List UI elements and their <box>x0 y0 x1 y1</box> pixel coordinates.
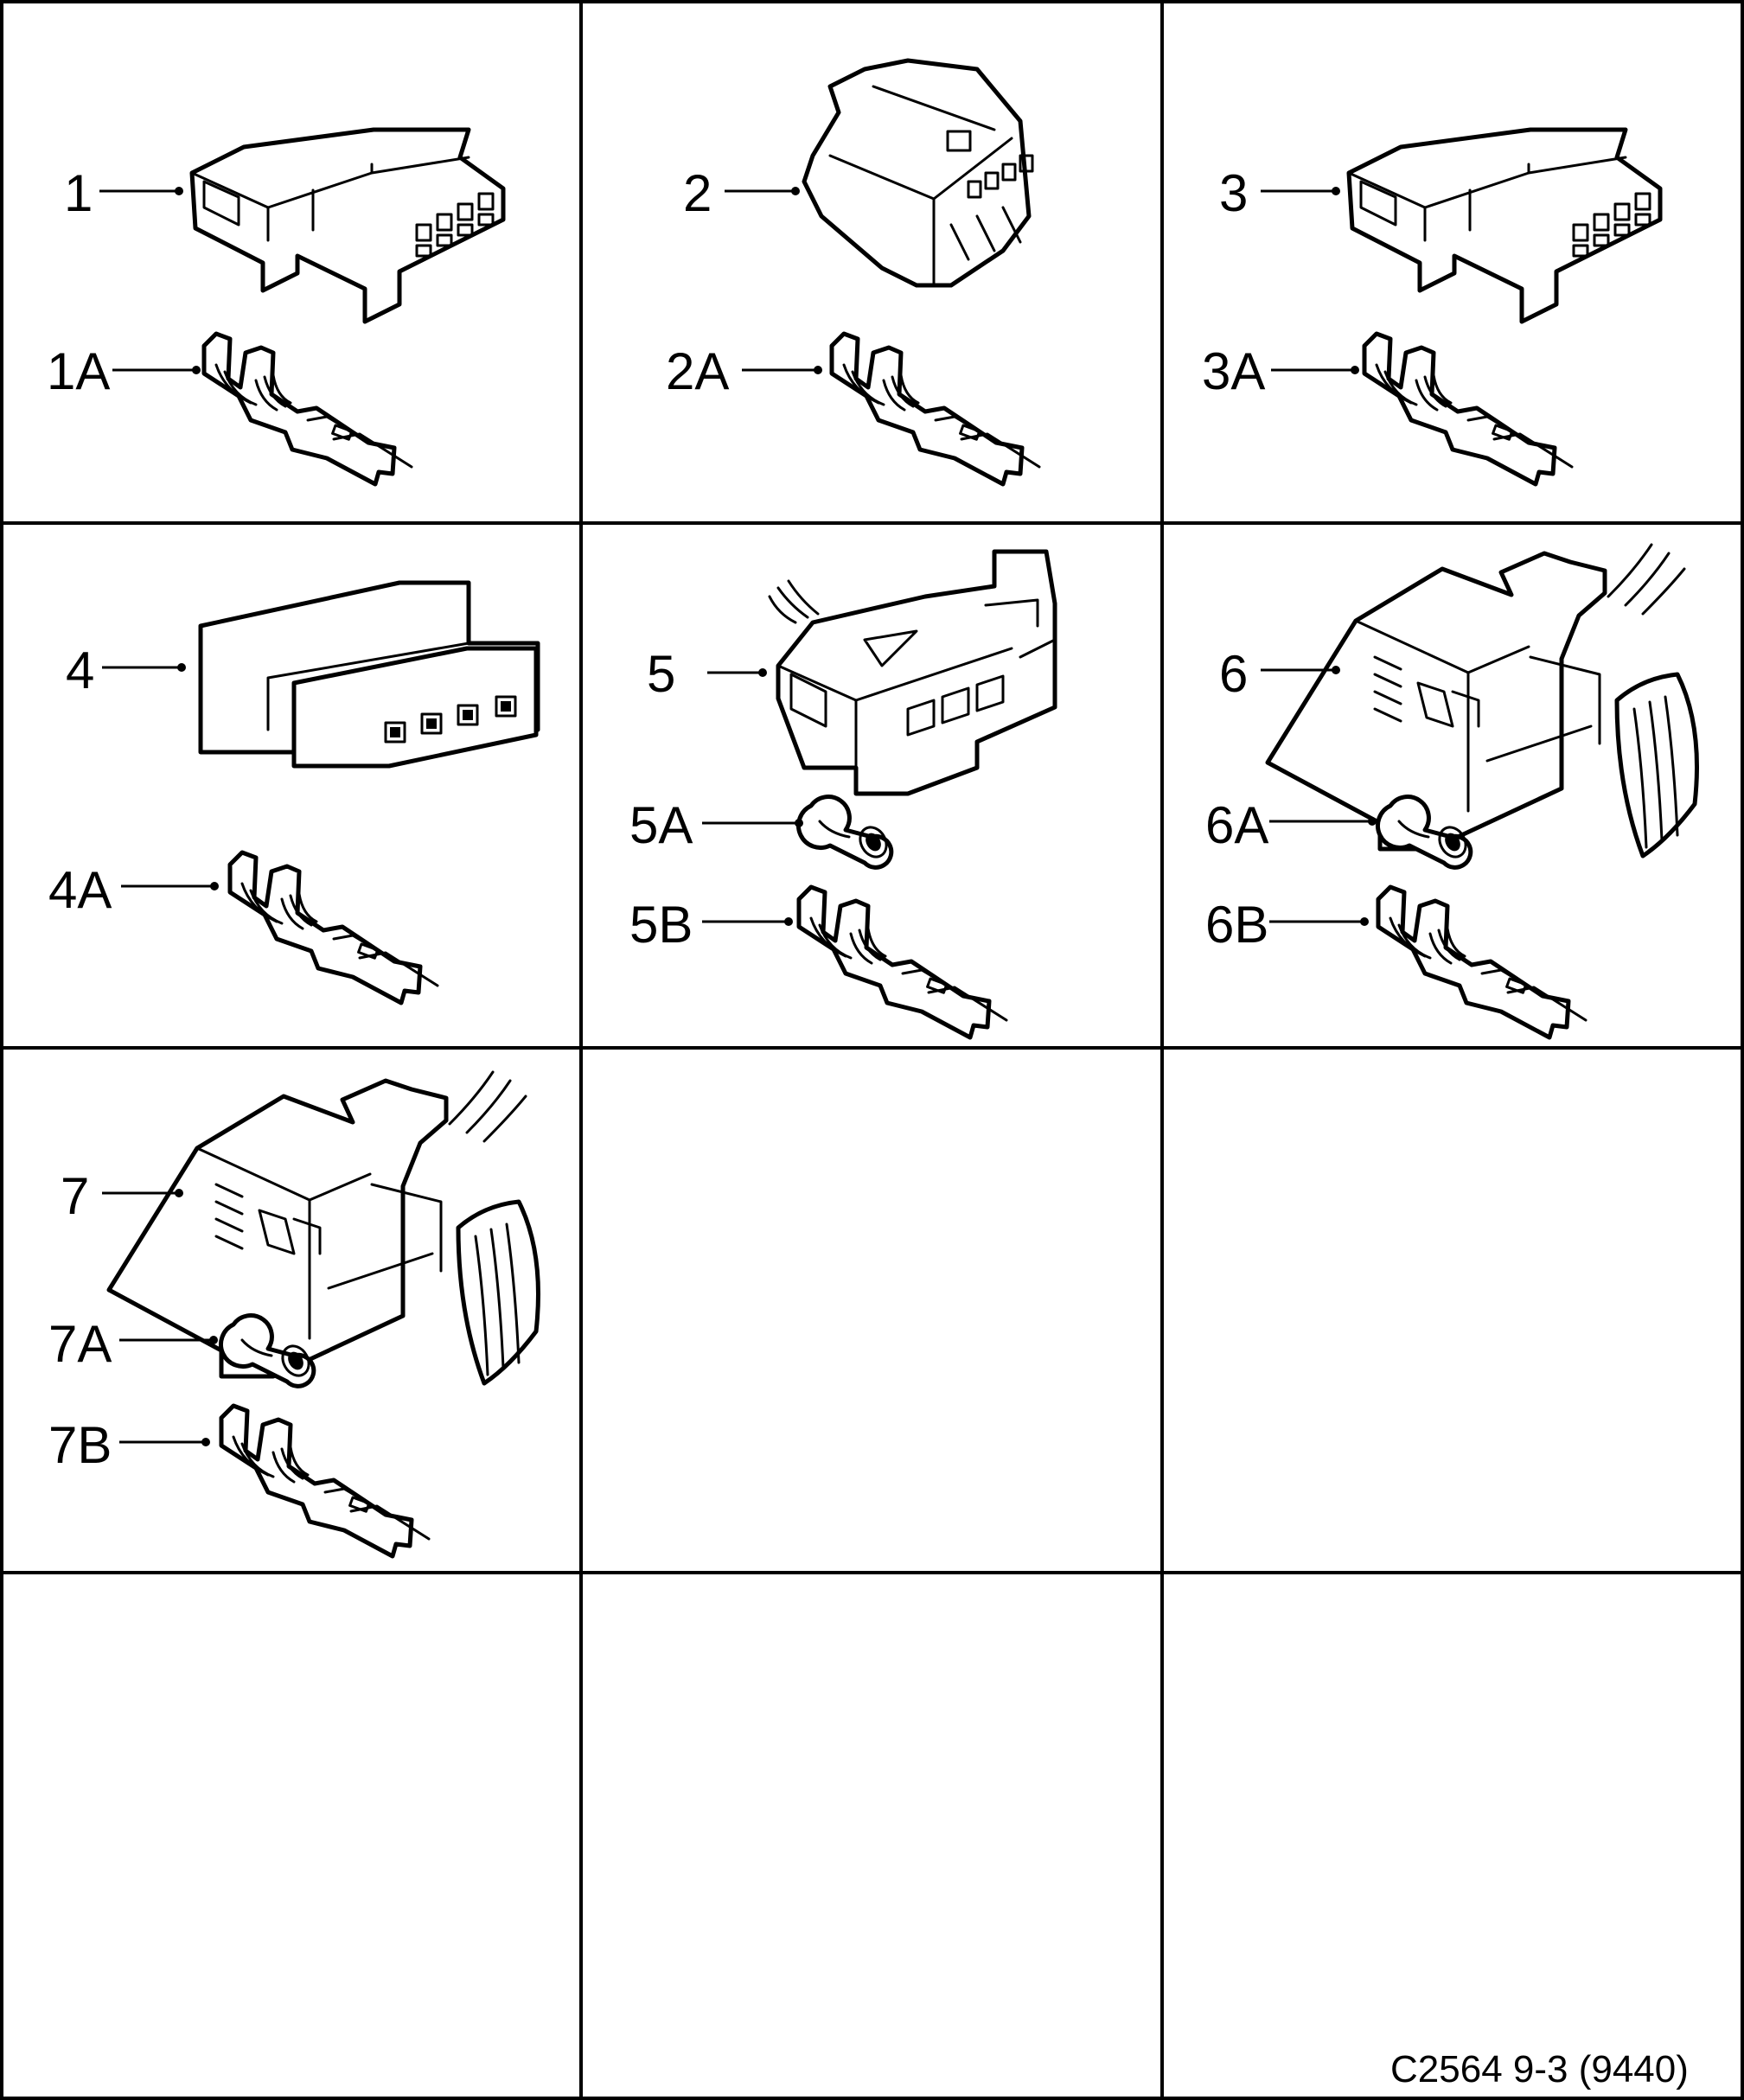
cell-2: 2 2A <box>666 58 1039 484</box>
cell-6: 6 6A 6B <box>1205 543 1699 1037</box>
cell-7: 7 7A 7B <box>48 1070 540 1556</box>
connector-2-housing <box>802 58 1034 288</box>
label-3: 3 <box>1219 164 1248 222</box>
label-4: 4 <box>66 641 94 699</box>
label-6: 6 <box>1219 645 1248 703</box>
label-7: 7 <box>61 1167 89 1225</box>
label-7a: 7A <box>48 1315 112 1373</box>
label-6a: 6A <box>1205 796 1268 854</box>
label-5a: 5A <box>629 796 693 854</box>
terminal-3a <box>1364 334 1572 484</box>
label-5: 5 <box>647 645 675 703</box>
label-7b: 7B <box>48 1416 112 1474</box>
cell-1: 1 1A <box>47 130 503 484</box>
label-4a: 4A <box>48 861 112 919</box>
connector-3-housing <box>1349 130 1660 322</box>
connector-7-housing <box>106 1070 540 1386</box>
cell-3: 3 3A <box>1202 130 1660 484</box>
label-3a: 3A <box>1202 342 1265 400</box>
label-6b: 6B <box>1205 896 1268 954</box>
label-5b: 5B <box>629 896 693 954</box>
label-1: 1 <box>64 164 93 222</box>
terminal-6b <box>1378 887 1586 1037</box>
terminal-7b <box>221 1406 429 1556</box>
figure-code: C2564 9-3 (9440) <box>1390 2048 1689 2090</box>
connector-4-housing <box>198 580 540 769</box>
terminal-4a <box>230 852 438 1003</box>
label-2a: 2A <box>666 342 729 400</box>
connector-6-housing <box>1265 543 1699 859</box>
terminal-1a <box>204 334 412 484</box>
terminal-5b <box>799 887 1006 1037</box>
cell-5: 5 5A 5B <box>629 549 1057 1037</box>
connector-5-housing <box>768 549 1057 796</box>
seal-5a <box>799 797 892 868</box>
connector-1-housing <box>192 130 503 322</box>
cell-4: 4 4A <box>48 580 540 1003</box>
label-1a: 1A <box>47 342 110 400</box>
label-2: 2 <box>683 164 712 222</box>
terminal-2a <box>832 334 1039 484</box>
